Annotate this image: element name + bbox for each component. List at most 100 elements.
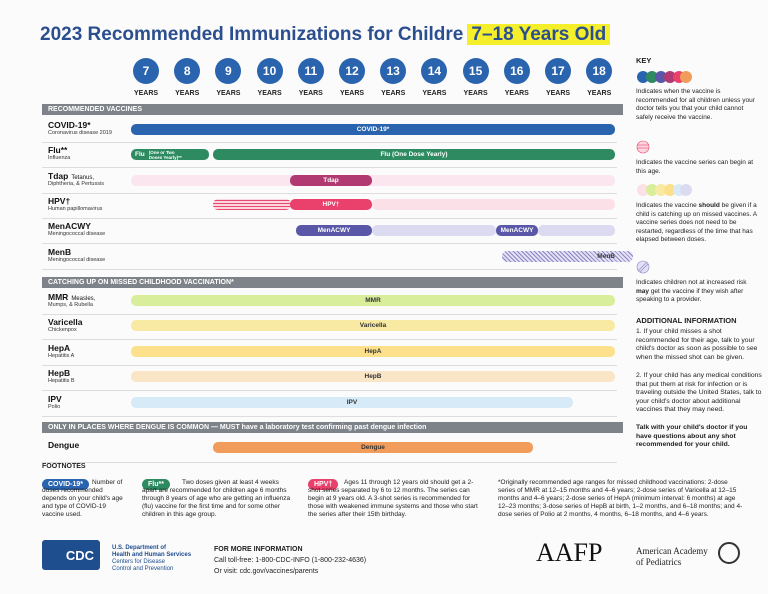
- vaccine-sub-2: Diphtheria, & Pertussis: [48, 181, 104, 187]
- tdap-bar: Tdap: [290, 175, 372, 186]
- vaccine-sub-0: Coronavirus disease 2019: [48, 130, 112, 136]
- footnote-flu-text: Two doses given at least 4 weeks apart a…: [142, 479, 291, 518]
- ipv-bar: IPV: [131, 397, 573, 408]
- section-catchup: CATCHING UP ON MISSED CHILDHOOD VACCINAT…: [42, 277, 623, 288]
- section-recommended: RECOMMENDED VACCINES: [42, 104, 623, 115]
- dengue-bar: Dengue: [213, 442, 533, 453]
- menacwy-bar-1: MenACWY: [296, 225, 372, 236]
- menacwy-bar-2: MenACWY: [496, 225, 538, 236]
- age-years-label: YEARS: [504, 90, 529, 97]
- additional-p2: 2. If your child has any medical conditi…: [636, 372, 762, 414]
- hpv-bar: HPV†: [290, 199, 372, 210]
- more-info-phone: Call toll-free: 1-800-CDC-INFO (1-800-23…: [214, 557, 367, 564]
- vaccine-name-1: Flu**: [48, 145, 68, 155]
- footnote-hpv-pill: HPV†: [308, 479, 339, 490]
- vaccine-name-11: Dengue: [48, 440, 80, 450]
- flu-bar-yearly: Flu (One Dose Yearly): [213, 149, 615, 160]
- aafp-logo: AAFP: [536, 538, 603, 567]
- vaccine-name-8: HepA: [48, 343, 71, 353]
- page-title: 2023 Recommended Immunizations for Child…: [40, 24, 611, 46]
- age-years-label: YEARS: [133, 90, 159, 97]
- footnote-covid-pill: COVID-19*: [42, 479, 90, 490]
- age-circle-15: 15: [462, 58, 489, 84]
- title-age-highlight: 7–18 Years Old: [467, 24, 611, 45]
- footnote-hpv-text: Ages 11 through 12 years old should get …: [308, 479, 478, 518]
- menb-bar: MenB: [502, 251, 633, 262]
- menacwy-catchup-1: [372, 225, 496, 236]
- more-info-web[interactable]: Or visit: cdc.gov/vaccines/parents: [214, 568, 319, 575]
- age-years-label: YEARS: [422, 90, 447, 97]
- row-divider: [42, 142, 617, 143]
- mmr-bar: MMR: [131, 295, 615, 306]
- tdap-catchup-bar: [131, 175, 615, 186]
- age-circle-17: 17: [545, 58, 571, 84]
- hepb-bar: HepB: [131, 371, 615, 382]
- vaccine-sub-8: Hepatitis A: [48, 353, 75, 359]
- row-divider: [42, 193, 617, 194]
- vaccine-sub-5: Meningococcal disease: [48, 257, 106, 263]
- menacwy-catchup-2: [538, 225, 615, 236]
- key-text-3: Indicates the vaccine should be given if…: [636, 202, 757, 243]
- row-divider: [42, 243, 617, 244]
- age-circle-7: 7: [133, 58, 159, 84]
- key-swatch-may: [636, 260, 650, 279]
- key-text-4: Indicates children not at increased risk…: [636, 279, 747, 303]
- aap-seal-icon: [718, 542, 740, 564]
- footnote-flu-pill: Flu**: [142, 479, 170, 490]
- row-divider: [42, 416, 617, 417]
- vaccine-name-10: IPV: [48, 394, 62, 404]
- age-circle-14: 14: [421, 58, 448, 84]
- row-divider: [42, 314, 617, 315]
- key-text-1: Indicates when the vaccine is recommende…: [636, 88, 755, 121]
- age-years-label: YEARS: [587, 90, 612, 97]
- vaccine-sub-6: Mumps, & Rubella: [48, 302, 93, 308]
- key-swatch-catchup: [636, 183, 692, 202]
- vaccine-sub-4: Meningococcal disease: [48, 231, 106, 237]
- vaccine-sub-1: Influenza: [48, 155, 71, 161]
- age-circle-10: 10: [256, 58, 283, 84]
- varicella-bar: Varicella: [131, 320, 615, 331]
- row-divider: [42, 462, 617, 463]
- hpv-catchup-bar: [372, 199, 615, 210]
- covid-bar: COVID-19*: [131, 124, 615, 135]
- vaccine-sub-7: Chickenpox: [48, 327, 77, 333]
- age-circle-8: 8: [174, 58, 201, 84]
- row-divider: [42, 339, 617, 340]
- vaccine-name-0: COVID-19*: [48, 120, 91, 130]
- age-years-label: YEARS: [298, 90, 323, 97]
- vaccine-name-4: MenACWY: [48, 221, 91, 231]
- age-years-label: YEARS: [545, 90, 571, 97]
- footnote-catchup-text: *Originally recommended age ranges for m…: [498, 479, 743, 518]
- additional-p3: Talk with your child's doctor if you hav…: [636, 424, 748, 449]
- age-circle-18: 18: [586, 58, 613, 84]
- more-info-title: FOR MORE INFORMATION: [214, 546, 303, 553]
- key-swatch-all: [636, 70, 692, 89]
- age-years-label: YEARS: [175, 90, 200, 97]
- additional-title: ADDITIONAL INFORMATION: [636, 316, 737, 325]
- cdc-logo: CDC: [42, 540, 100, 570]
- footnotes-title: FOOTNOTES: [42, 463, 86, 470]
- hpv-early-bar: [213, 199, 291, 210]
- vaccine-sub-10: Polio: [48, 404, 61, 410]
- age-circle-9: 9: [215, 58, 242, 84]
- row-divider: [42, 167, 617, 168]
- age-years-label: YEARS: [339, 90, 365, 97]
- vaccine-name-5: MenB: [48, 247, 72, 257]
- key-title: KEY: [636, 56, 652, 65]
- row-divider: [42, 390, 617, 391]
- age-years-label: YEARS: [216, 90, 241, 97]
- vaccine-sub-9: Hepatitis B: [48, 378, 75, 384]
- age-years-label: YEARS: [463, 90, 488, 97]
- additional-p1: 1. If your child misses a shot recommend…: [636, 328, 758, 361]
- section-dengue: ONLY IN PLACES WHERE DENGUE IS COMMON — …: [42, 422, 623, 433]
- age-circle-12: 12: [339, 58, 365, 84]
- vaccine-name-9: HepB: [48, 368, 71, 378]
- vaccine-name-3: HPV†: [48, 196, 71, 206]
- age-circle-13: 13: [380, 58, 407, 84]
- flu-bar-early: Flu(One or Two Doses Yearly)**: [131, 149, 209, 160]
- age-years-label: YEARS: [257, 90, 282, 97]
- hepa-bar: HepA: [131, 346, 615, 357]
- age-years-label: YEARS: [381, 90, 406, 97]
